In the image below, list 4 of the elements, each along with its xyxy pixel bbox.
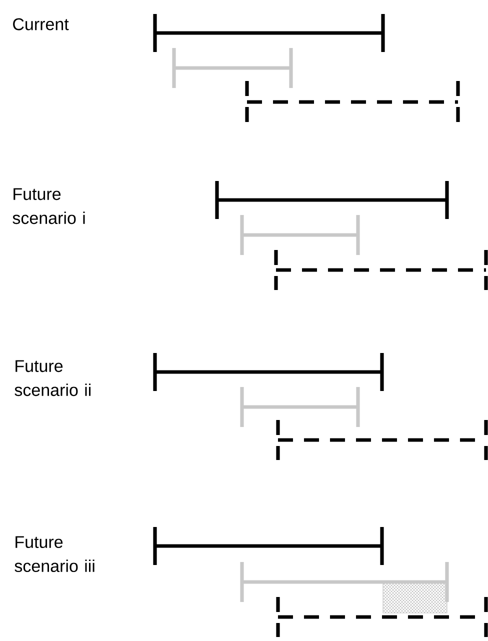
scenario-label: Future scenario ii — [14, 360, 90, 396]
scenario-label: Future scenario iii — [14, 536, 94, 572]
scenario-label: Future scenario i — [12, 188, 85, 224]
scenario-label: Current — [13, 18, 69, 30]
